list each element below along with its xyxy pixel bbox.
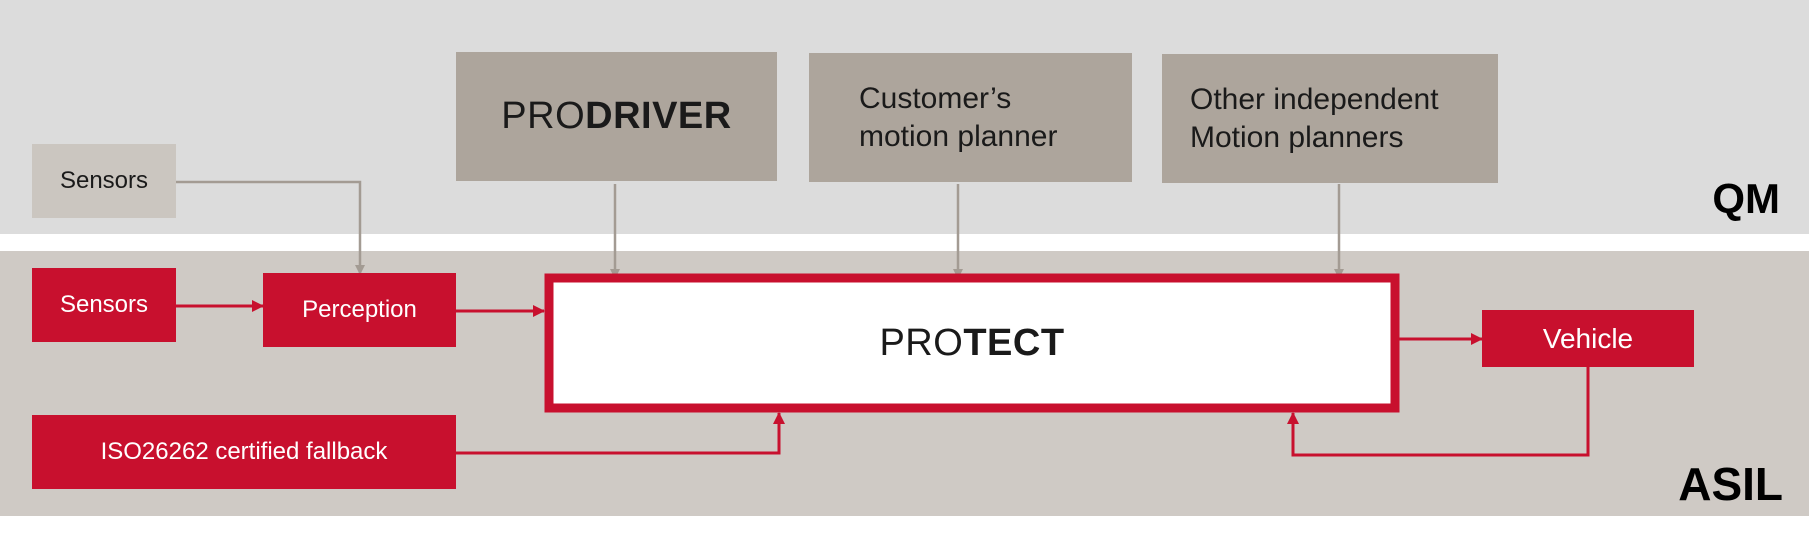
asil-label: ASIL	[1678, 458, 1783, 510]
protect-frame	[544, 273, 1400, 413]
sensors-label: Sensors	[59, 291, 149, 318]
arrow-fallback-to-protect	[456, 412, 785, 455]
fallback-label: ISO26262 certified fallback	[100, 438, 388, 465]
vehicle-label: Vehicle	[1542, 322, 1634, 354]
fallback-box: ISO26262 certified fallback	[32, 415, 456, 489]
arrow-qm-sensors-to-perception	[176, 180, 365, 275]
vehicle-box: Vehicle	[1482, 310, 1694, 367]
qm-sensors-label: Sensors	[59, 167, 149, 194]
customer-planner-box: Customer’s motion planner	[809, 53, 1132, 182]
customer-planner-label: Customer’s motion planner	[859, 81, 1058, 153]
protect-box: PROTECT	[553, 282, 1391, 404]
other-planners-box: Other independent Motion planners	[1162, 54, 1498, 183]
qm-label: QM	[1712, 175, 1780, 222]
other-planners-label: Other independent Motion planners	[1190, 82, 1439, 154]
sensors-box: Sensors	[32, 268, 176, 342]
arrow-vehicle-feedback-to-protect	[1287, 367, 1590, 457]
prodriver-box: PRODRIVER	[456, 52, 777, 181]
qm-sensors-box: Sensors	[32, 144, 176, 218]
perception-label: Perception	[302, 296, 417, 323]
protect-label: PROTECT	[879, 321, 1065, 364]
prodriver-label: PRODRIVER	[501, 95, 732, 137]
perception-box: Perception	[263, 273, 456, 347]
